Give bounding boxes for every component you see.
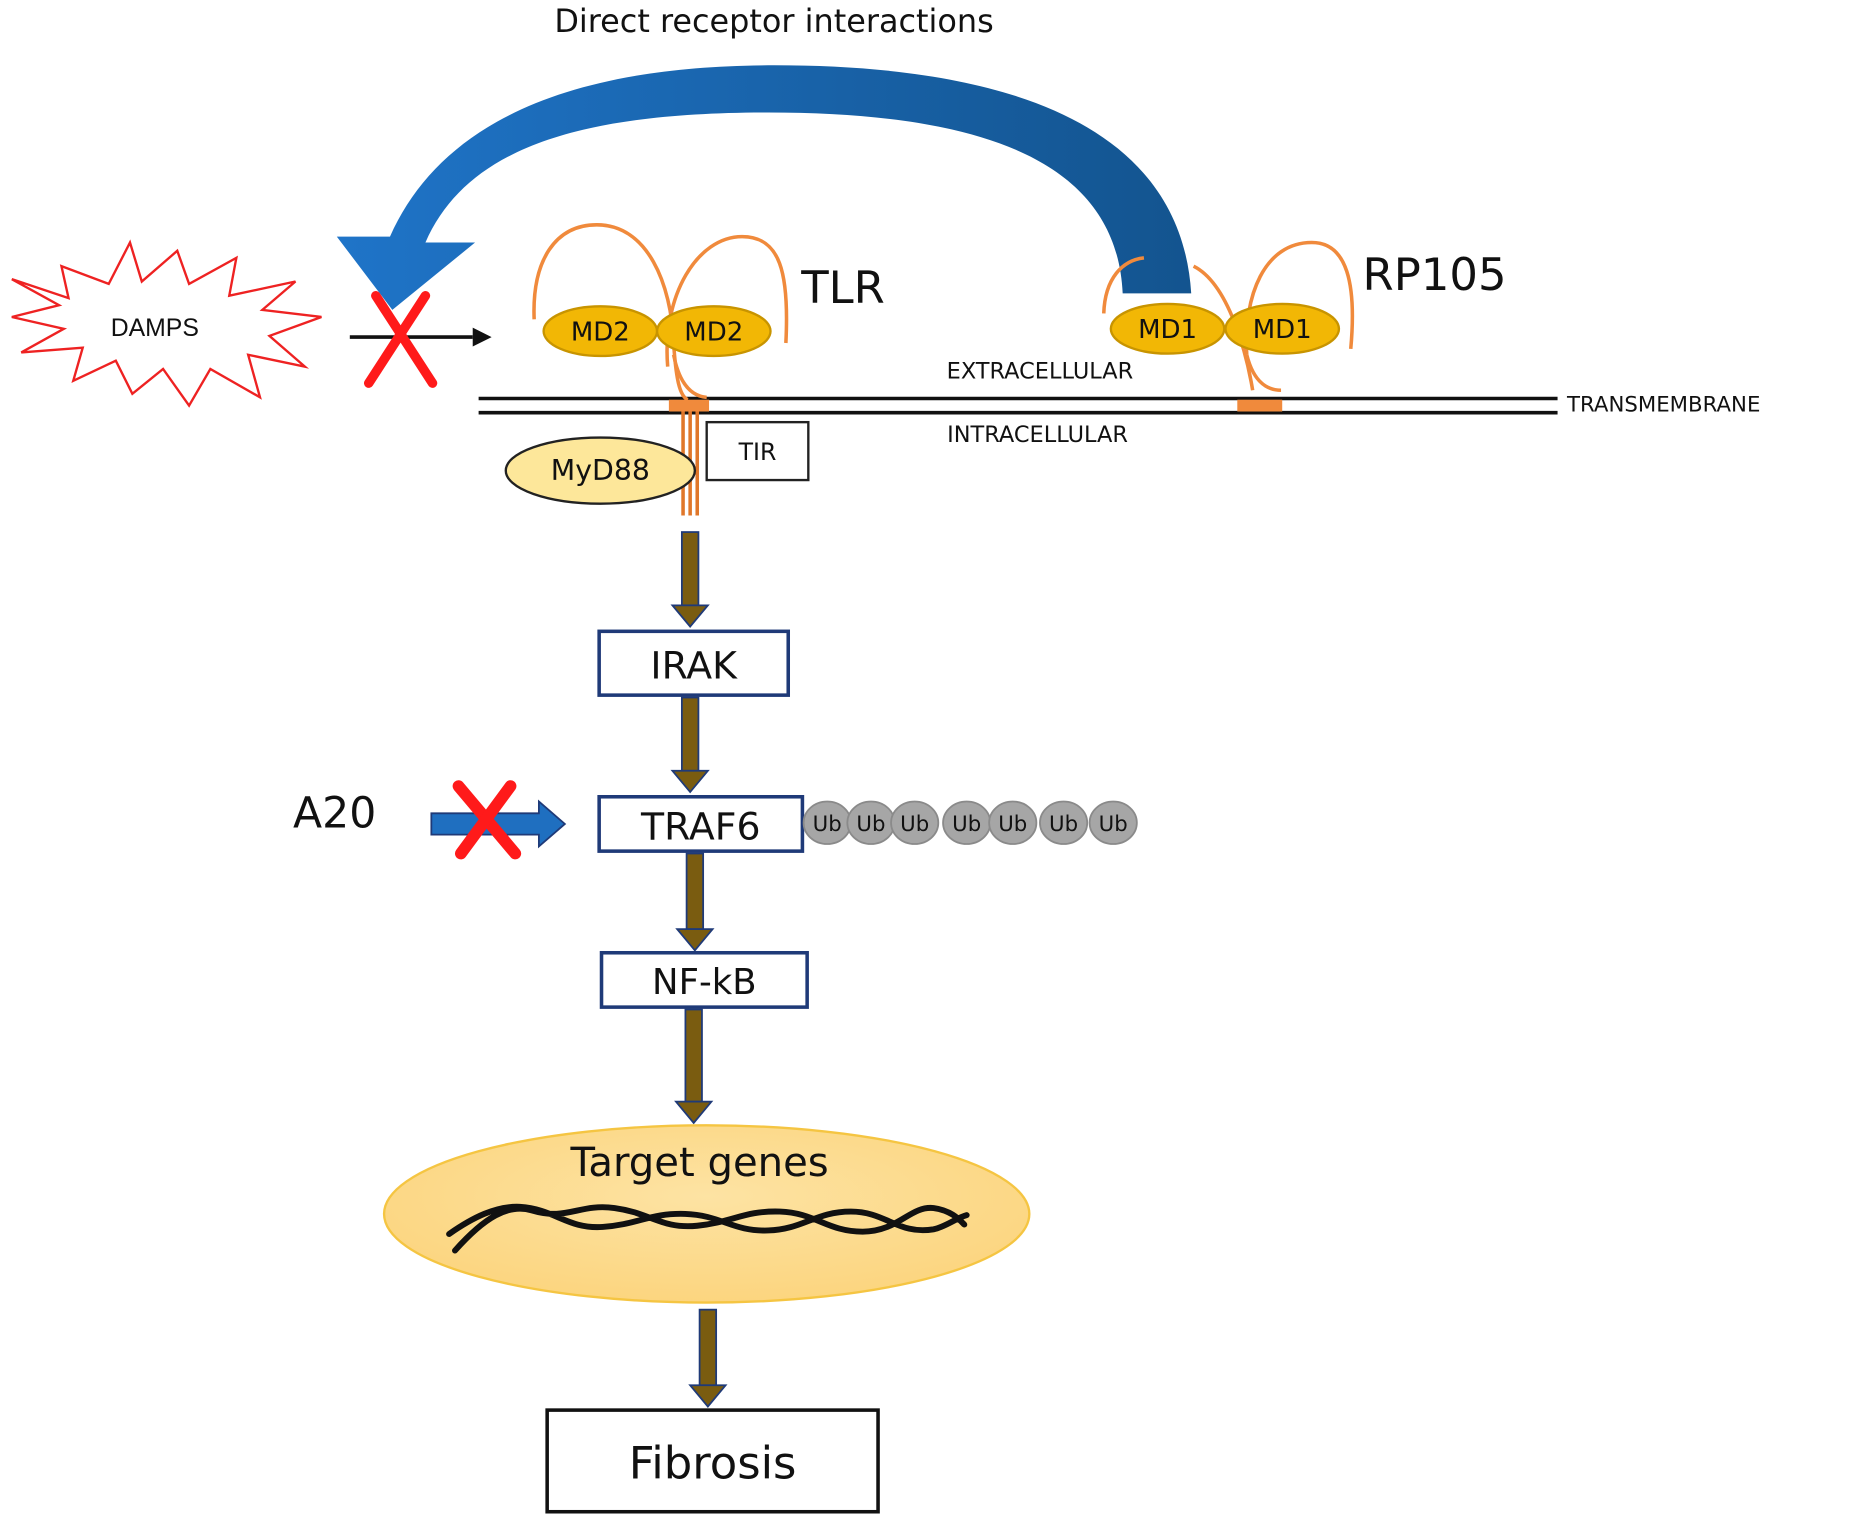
ubiquitin-unit: Ub — [802, 800, 852, 845]
rp105-transmembrane-domain — [1237, 399, 1283, 412]
irak-box: IRAK — [597, 629, 791, 697]
a20-label: A20 — [293, 789, 376, 838]
ubiquitin-label: Ub — [856, 812, 885, 837]
fibrosis-box: Fibrosis — [545, 1408, 880, 1514]
ubiquitin-chain: Ub Ub Ub Ub Ub Ub Ub — [802, 800, 1138, 845]
arrow-nfkb-to-genes — [674, 1008, 714, 1125]
arrow-genes-to-fibrosis — [688, 1308, 728, 1408]
svg-text:MyD88: MyD88 — [551, 454, 650, 487]
nfkb-box: NF-kB — [599, 950, 809, 1009]
md1-left: MD1 — [1109, 302, 1226, 355]
intracellular-label: INTRACELLULAR — [947, 422, 1128, 448]
ubiquitin-unit: Ub — [942, 800, 992, 845]
svg-text:Fibrosis: Fibrosis — [629, 1437, 797, 1490]
svg-text:MD2: MD2 — [571, 318, 630, 348]
target-genes-label: Target genes — [569, 1140, 828, 1186]
damps-starburst: DAMPS — [11, 239, 322, 408]
ubiquitin-label: Ub — [1049, 812, 1078, 837]
ubiquitin-unit: Ub — [846, 800, 896, 845]
a20-arrow — [430, 799, 567, 849]
tlr-transmembrane-domain — [668, 399, 710, 412]
arrow-irak-to-traf6 — [670, 696, 710, 794]
extracellular-label: EXTRACELLULAR — [947, 358, 1134, 384]
damps-block-cross-icon — [363, 290, 438, 388]
md1-right: MD1 — [1224, 302, 1341, 355]
cell-membrane — [478, 396, 1558, 415]
myd88-adaptor: MyD88 — [504, 436, 697, 505]
svg-text:TIR: TIR — [738, 438, 777, 466]
svg-text:MD2: MD2 — [684, 318, 743, 348]
md2-left: MD2 — [542, 305, 659, 358]
damps-label: DAMPS — [111, 315, 199, 342]
ubiquitin-unit: Ub — [1039, 800, 1089, 845]
ubiquitin-unit: Ub — [890, 800, 940, 845]
ubiquitin-unit: Ub — [988, 800, 1038, 845]
ubiquitin-label: Ub — [998, 812, 1027, 837]
tlr-receptor — [532, 223, 789, 402]
pathway-arrows — [670, 531, 728, 1408]
ubiquitin-unit: Ub — [1088, 800, 1138, 845]
svg-text:TRAF6: TRAF6 — [640, 804, 760, 848]
ubiquitin-label: Ub — [900, 812, 929, 837]
damps-to-tlr-arrow — [349, 327, 492, 347]
traf6-box: TRAF6 — [597, 794, 805, 853]
svg-text:MD1: MD1 — [1253, 315, 1312, 345]
ubiquitin-label: Ub — [1099, 812, 1128, 837]
diagram-title: Direct receptor interactions — [554, 2, 993, 40]
ubiquitin-label: Ub — [952, 812, 981, 837]
target-genes-nucleus: Target genes — [382, 1124, 1031, 1304]
arrow-tir-to-irak — [670, 531, 710, 628]
ubiquitin-label: Ub — [813, 812, 842, 837]
direct-interaction-arrow — [336, 65, 1192, 310]
svg-text:MD1: MD1 — [1138, 315, 1197, 345]
md2-right: MD2 — [655, 305, 772, 358]
dna-helix-icon — [446, 1203, 970, 1254]
svg-text:NF-kB: NF-kB — [652, 962, 757, 1003]
tir-domain: TIR — [705, 420, 810, 482]
svg-text:IRAK: IRAK — [650, 644, 738, 688]
tlr-label: TLR — [800, 261, 885, 314]
rp105-label: RP105 — [1363, 248, 1507, 301]
a20-block-cross-icon — [452, 780, 522, 860]
transmembrane-label: TRANSMEMBRANE — [1566, 393, 1760, 418]
arrow-traf6-to-nfkb — [675, 852, 715, 952]
